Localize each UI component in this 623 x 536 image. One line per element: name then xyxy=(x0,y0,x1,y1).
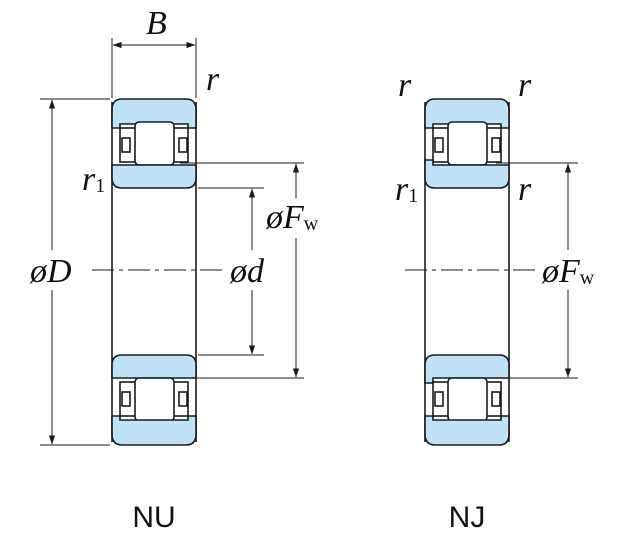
nu-lower-inner-ring xyxy=(111,354,197,379)
nj-upper-outer-ring xyxy=(424,98,510,129)
nu-lower-outer-ring xyxy=(111,415,197,446)
od-label-bg xyxy=(26,250,82,290)
nu-lower-roller xyxy=(134,377,175,422)
bore-label-bg xyxy=(226,250,278,290)
nu-upper-outer-ring xyxy=(111,98,197,129)
nj-r-top-left-label: r xyxy=(398,67,412,104)
nj-lower-cage-pocket-right xyxy=(491,391,501,407)
nu-r-label: r xyxy=(206,61,220,98)
nu-upper-roller xyxy=(134,121,175,166)
nj-upper-inner-ring xyxy=(424,159,510,189)
nj-fw-label: øFw xyxy=(541,253,595,290)
nj-fw-label-bg xyxy=(538,250,608,290)
nu-r1-label: r1 xyxy=(82,161,105,198)
nj-lower-inner-ring xyxy=(424,354,510,384)
nu-upper-cage-pocket-left xyxy=(121,137,131,153)
nj-lower-cage-pocket-left xyxy=(434,391,444,407)
nj-upper-cage-pocket-left xyxy=(434,137,444,153)
nu-lower-cage-pocket-right xyxy=(178,391,188,407)
nu-dimensions: B r r1 øD ød øFw xyxy=(26,5,332,446)
nj-upper-cage-pocket-right xyxy=(491,137,501,153)
nj-r-inner-label: r xyxy=(518,171,532,208)
nj-lower-outer-ring xyxy=(424,415,510,446)
nu-upper-inner-ring xyxy=(111,164,197,189)
nu-lower-cage-pocket-left xyxy=(121,391,131,407)
nj-r-top-right-label: r xyxy=(518,67,532,104)
nj-dimensions: r r r r1 øFw xyxy=(395,67,608,379)
nj-r1-label: r1 xyxy=(395,171,418,208)
od-label: øD xyxy=(29,253,72,290)
nj-bearing xyxy=(405,98,535,446)
b-label: B xyxy=(146,5,167,42)
nu-upper-cage-pocket-right xyxy=(178,137,188,153)
bore-label: ød xyxy=(229,253,265,290)
nu-fw-label: øFw xyxy=(265,199,319,236)
nj-lower-roller xyxy=(447,377,488,422)
nj-upper-roller xyxy=(447,121,488,166)
nu-bearing xyxy=(92,98,222,446)
nj-caption: NJ xyxy=(449,501,486,534)
fw-label-bg xyxy=(262,198,332,238)
nu-caption: NU xyxy=(132,501,175,534)
